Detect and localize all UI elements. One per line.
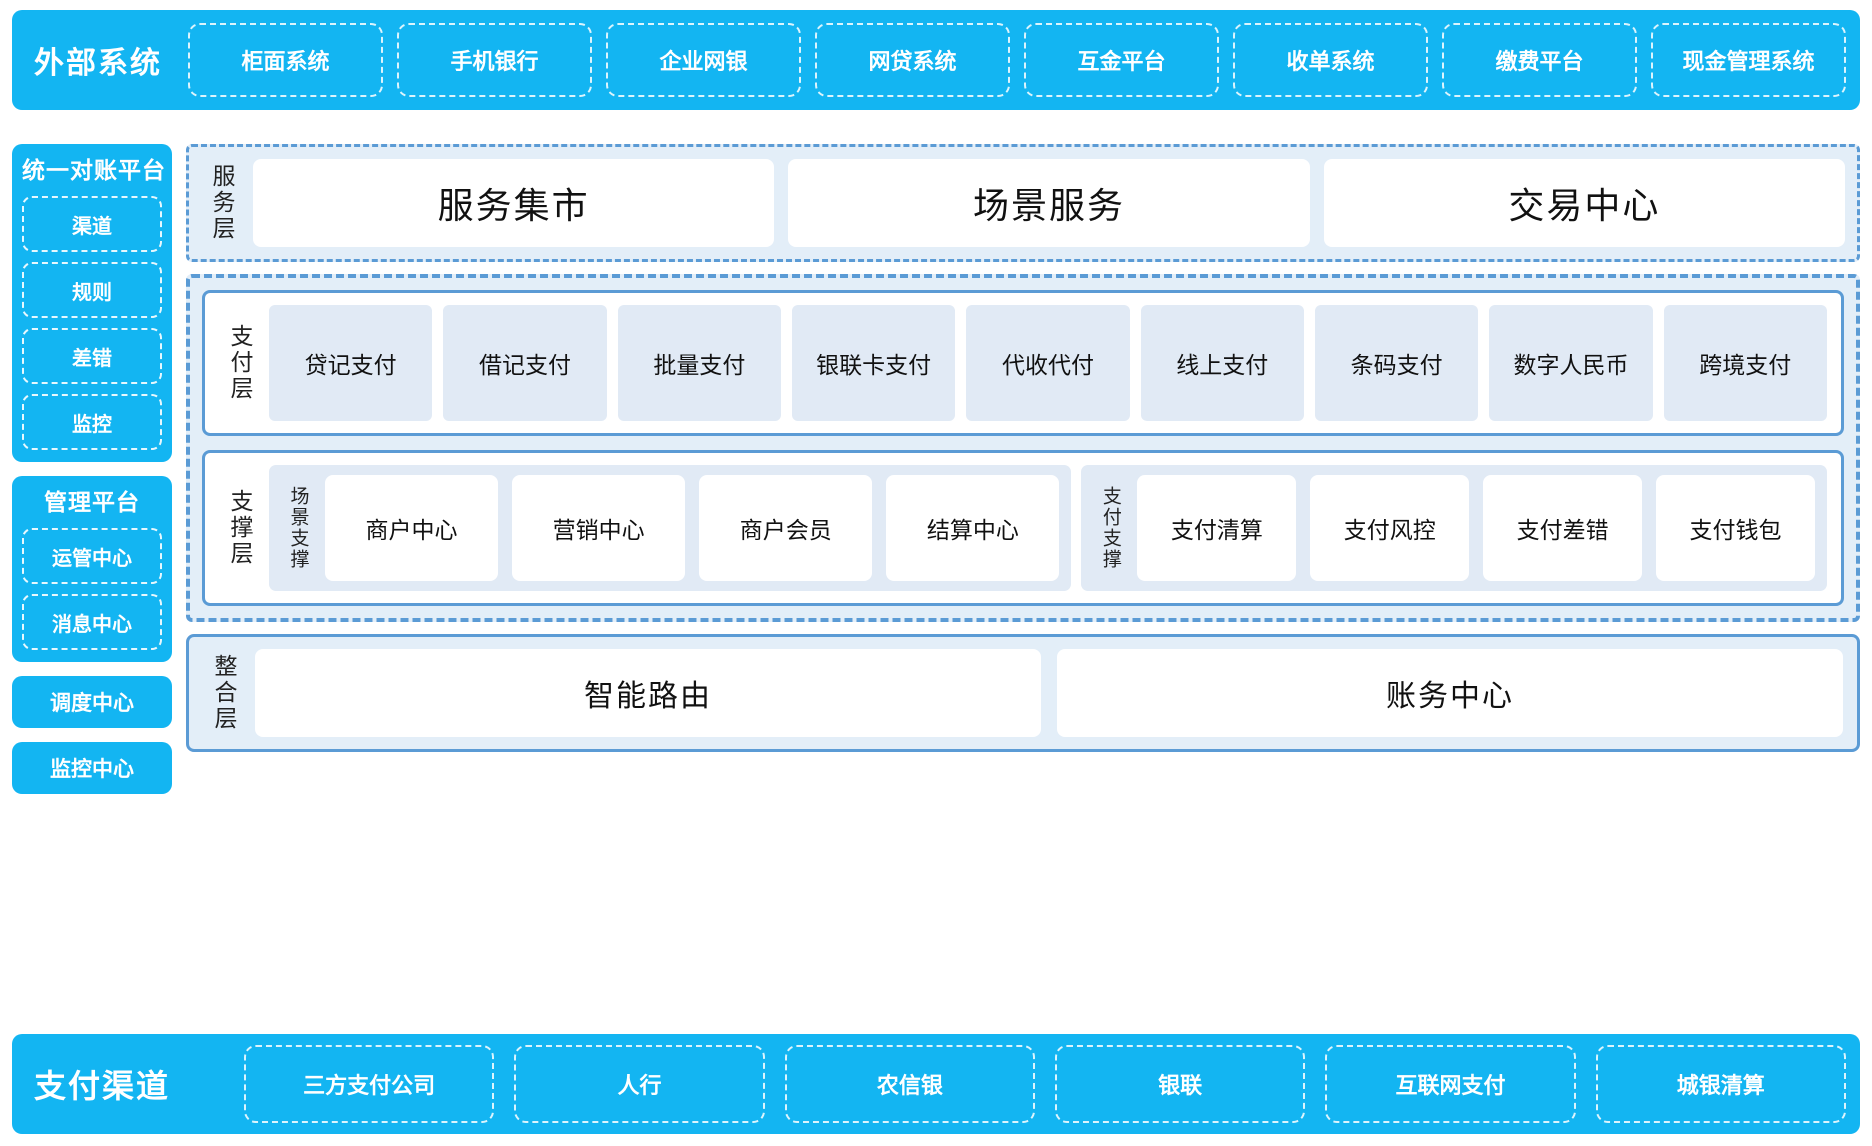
service-card-marketplace[interactable]: 服务集市 [253,159,775,247]
external-system-item[interactable]: 现金管理系统 [1651,23,1846,97]
payment-support-group: 支付支撑 支付清算 支付风控 支付差错 支付钱包 [1081,465,1827,591]
payment-chip-digital-rmb[interactable]: 数字人民币 [1489,305,1653,421]
support-item-payment-clearing[interactable]: 支付清算 [1137,475,1297,581]
payment-channel-unionpay[interactable]: 银联 [1054,1045,1306,1123]
management-platform-box: 管理平台 运管中心 消息中心 [12,476,172,663]
rail-item-channel[interactable]: 渠道 [22,196,162,253]
external-systems-title: 外部系统 [34,47,162,80]
service-layer-section: 服务层 服务集市 场景服务 交易中心 [186,144,1860,262]
payment-chip-collection-payment[interactable]: 代收代付 [966,305,1130,421]
rail-item-error[interactable]: 差错 [22,328,162,385]
payment-channels-band: 支付渠道 三方支付公司 人行 农信银 银联 互联网支付 城银清算 [12,1034,1860,1134]
integration-card-smart-routing[interactable]: 智能路由 [255,649,1041,737]
payment-channel-third-party[interactable]: 三方支付公司 [244,1045,495,1123]
reconciliation-platform-box: 统一对账平台 渠道 规则 差错 监控 [12,144,172,463]
service-layer-label: 服务层 [209,164,235,242]
support-item-merchant-member[interactable]: 商户会员 [699,475,873,581]
payment-chip-credit[interactable]: 贷记支付 [269,305,433,421]
payment-layer-panel: 支付层 贷记支付 借记支付 批量支付 银联卡支付 代收代付 线上支付 条码支付 … [202,290,1844,436]
external-system-item[interactable]: 企业网银 [606,23,801,97]
payment-channel-rcc[interactable]: 农信银 [784,1045,1035,1123]
service-card-transaction[interactable]: 交易中心 [1323,159,1845,247]
payment-channel-city-bank-clearing[interactable]: 城银清算 [1595,1045,1846,1123]
rail-item-monitoring-center[interactable]: 监控中心 [12,742,172,795]
management-platform-title: 管理平台 [44,489,140,516]
external-system-item[interactable]: 收单系统 [1233,23,1428,97]
rail-item-operations-center[interactable]: 运管中心 [22,528,162,585]
payment-chip-batch[interactable]: 批量支付 [617,305,781,421]
external-system-item[interactable]: 手机银行 [397,23,592,97]
external-system-item[interactable]: 柜面系统 [188,23,383,97]
support-item-payment-error[interactable]: 支付差错 [1483,475,1643,581]
integration-card-accounting-center[interactable]: 账务中心 [1057,649,1843,737]
rail-item-rule[interactable]: 规则 [22,262,162,319]
payment-chip-barcode[interactable]: 条码支付 [1314,305,1479,421]
layers-column: 服务层 服务集市 场景服务 交易中心 支付层 贷记支付 借记支付 批量 [186,144,1860,752]
external-system-item[interactable]: 缴费平台 [1442,23,1637,97]
rail-item-monitor[interactable]: 监控 [22,394,162,451]
payment-channel-internet-payment[interactable]: 互联网支付 [1325,1045,1576,1123]
payment-channel-pboc[interactable]: 人行 [514,1045,765,1123]
scenario-support-group: 场景支撑 商户中心 营销中心 商户会员 结算中心 [269,465,1072,591]
payment-chip-cross-border[interactable]: 跨境支付 [1663,305,1827,421]
support-layer-panel: 支撑层 场景支撑 商户中心 营销中心 商户会员 结算中心 [202,450,1844,606]
integration-layer-label: 整合层 [211,654,237,732]
left-rail: 统一对账平台 渠道 规则 差错 监控 管理平台 运管中心 消息中心 调度中心 监… [12,144,172,795]
external-systems-band: 外部系统 柜面系统 手机银行 企业网银 网贷系统 互金平台 收单系统 缴费平台 … [12,10,1860,110]
integration-layer-panel: 整合层 智能路由 账务中心 [186,634,1860,752]
scenario-support-label: 场景支撑 [287,486,309,570]
payment-chip-unionpay-card[interactable]: 银联卡支付 [791,305,956,421]
rail-item-message-center[interactable]: 消息中心 [22,594,162,651]
payment-channels-title: 支付渠道 [34,1068,171,1104]
support-layer-label: 支撑层 [227,489,253,567]
support-item-payment-wallet[interactable]: 支付钱包 [1656,475,1815,581]
platform-middle-region: 统一对账平台 渠道 规则 差错 监控 管理平台 运管中心 消息中心 调度中心 监… [12,144,1860,982]
support-item-marketing-center[interactable]: 营销中心 [512,475,686,581]
payment-chip-debit[interactable]: 借记支付 [443,305,607,421]
payment-support-label: 支付支撑 [1099,486,1121,570]
support-item-settlement-center[interactable]: 结算中心 [886,475,1060,581]
support-item-merchant-center[interactable]: 商户中心 [325,475,499,581]
support-item-payment-risk[interactable]: 支付风控 [1310,475,1470,581]
external-system-item[interactable]: 网贷系统 [815,23,1010,97]
payment-layer-label: 支付层 [227,324,253,402]
rail-item-scheduling-center[interactable]: 调度中心 [12,676,172,729]
external-system-item[interactable]: 互金平台 [1024,23,1219,97]
reconciliation-platform-title: 统一对账平台 [22,157,166,183]
payment-chip-online[interactable]: 线上支付 [1140,305,1304,421]
payment-support-section: 支付层 贷记支付 借记支付 批量支付 银联卡支付 代收代付 线上支付 条码支付 … [186,274,1860,622]
service-card-scenario[interactable]: 场景服务 [788,159,1310,247]
